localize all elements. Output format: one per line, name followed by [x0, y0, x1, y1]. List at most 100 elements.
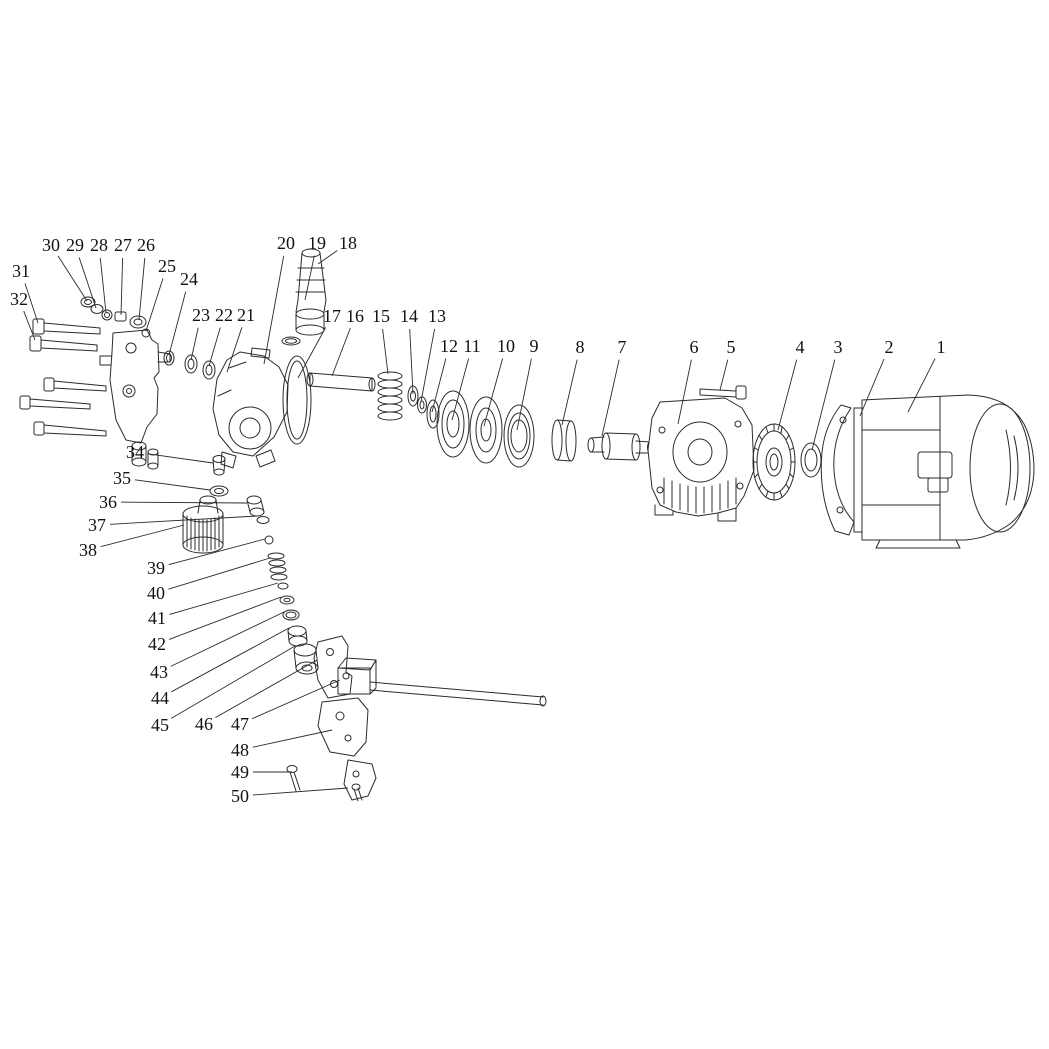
part-label-21: 21 [237, 305, 255, 325]
part-label-20: 20 [277, 233, 295, 253]
part-motor-bracket [820, 404, 855, 536]
part-label-5: 5 [727, 337, 736, 357]
part-label-9: 9 [530, 336, 539, 356]
part-label-18: 18 [339, 233, 357, 253]
leader-line-42 [169, 596, 282, 640]
leader-line-36 [120, 501, 248, 504]
part-label-49: 49 [231, 762, 249, 782]
part-motor [853, 394, 1035, 549]
leader-line-47 [251, 679, 341, 720]
part-spring [377, 371, 403, 421]
part-fitting-cluster [80, 296, 147, 329]
part-pin [306, 372, 376, 392]
leader-line-1 [907, 358, 936, 413]
part-pump-head [212, 347, 289, 469]
part-label-47: 47 [231, 714, 249, 734]
part-label-22: 22 [215, 305, 233, 325]
leader-line-18 [317, 250, 338, 265]
part-label-4: 4 [796, 337, 805, 357]
part-bushing [551, 419, 577, 462]
leader-line-32 [23, 310, 36, 341]
leader-line-7 [601, 359, 620, 437]
part-label-3: 3 [834, 337, 843, 357]
part-label-27: 27 [114, 235, 132, 255]
part-label-23: 23 [192, 305, 210, 325]
part-bracket-assembly [286, 635, 547, 802]
part-label-30: 30 [42, 235, 60, 255]
leader-line-30 [57, 255, 88, 302]
leader-line-29 [78, 257, 97, 309]
leader-line-12 [431, 358, 447, 413]
leader-line-5 [719, 359, 729, 391]
part-label-36: 36 [99, 492, 117, 512]
leader-line-50 [252, 787, 349, 796]
leader-line-46 [215, 659, 318, 718]
part-label-44: 44 [151, 688, 169, 708]
part-label-14: 14 [400, 306, 418, 326]
leader-line-6 [677, 359, 692, 425]
leader-line-37 [109, 515, 258, 525]
leader-line-26 [138, 257, 146, 321]
part-label-39: 39 [147, 558, 165, 578]
leader-line-10 [483, 358, 504, 427]
part-gear [752, 423, 822, 501]
leader-line-23 [190, 327, 199, 361]
part-outlet-fitting [281, 248, 327, 346]
leader-line-40 [168, 557, 271, 590]
part-label-11: 11 [463, 336, 480, 356]
part-label-1: 1 [937, 337, 946, 357]
leader-line-25 [145, 278, 164, 332]
part-label-42: 42 [148, 634, 166, 654]
leader-line-14 [409, 328, 414, 395]
part-label-48: 48 [231, 740, 249, 760]
leader-line-3 [811, 359, 836, 451]
part-crankshaft [587, 432, 653, 461]
leader-lines [23, 250, 936, 796]
leader-line-9 [516, 358, 532, 431]
part-label-40: 40 [147, 583, 165, 603]
part-bearing-set [426, 390, 535, 468]
leader-line-21 [226, 327, 243, 373]
part-label-32: 32 [10, 289, 28, 309]
leader-line-44 [171, 627, 290, 693]
part-label-13: 13 [428, 306, 446, 326]
part-label-17: 17 [323, 306, 341, 326]
part-label-46: 46 [195, 714, 213, 734]
part-label-6: 6 [690, 337, 699, 357]
leader-line-34 [147, 453, 214, 464]
leader-line-38 [100, 524, 185, 548]
part-label-19: 19 [308, 233, 326, 253]
leader-line-20 [263, 255, 285, 365]
leader-line-31 [24, 283, 39, 324]
leader-line-41 [169, 582, 279, 615]
part-label-10: 10 [497, 336, 515, 356]
part-piston-chain [246, 495, 319, 675]
part-manifold [99, 328, 175, 470]
leader-line-16 [331, 327, 351, 377]
leader-line-28 [99, 257, 107, 314]
leader-line-17 [297, 327, 327, 379]
part-label-12: 12 [440, 336, 458, 356]
part-label-43: 43 [150, 662, 168, 682]
part-label-26: 26 [137, 235, 155, 255]
leader-line-8 [561, 359, 578, 426]
part-label-8: 8 [576, 337, 585, 357]
part-gearbox-housing [647, 385, 755, 522]
part-label-24: 24 [180, 269, 198, 289]
leader-line-48 [252, 729, 333, 748]
leader-line-2 [859, 358, 885, 417]
part-label-50: 50 [231, 786, 249, 806]
part-label-45: 45 [151, 715, 169, 735]
leader-line-45 [170, 645, 296, 719]
part-label-29: 29 [66, 235, 84, 255]
leader-line-13 [420, 328, 436, 403]
part-label-31: 31 [12, 261, 30, 281]
leader-line-19 [304, 255, 315, 301]
leader-line-35 [134, 479, 211, 491]
part-label-7: 7 [618, 337, 627, 357]
part-label-25: 25 [158, 256, 176, 276]
part-label-28: 28 [90, 235, 108, 255]
part-label-35: 35 [113, 468, 131, 488]
